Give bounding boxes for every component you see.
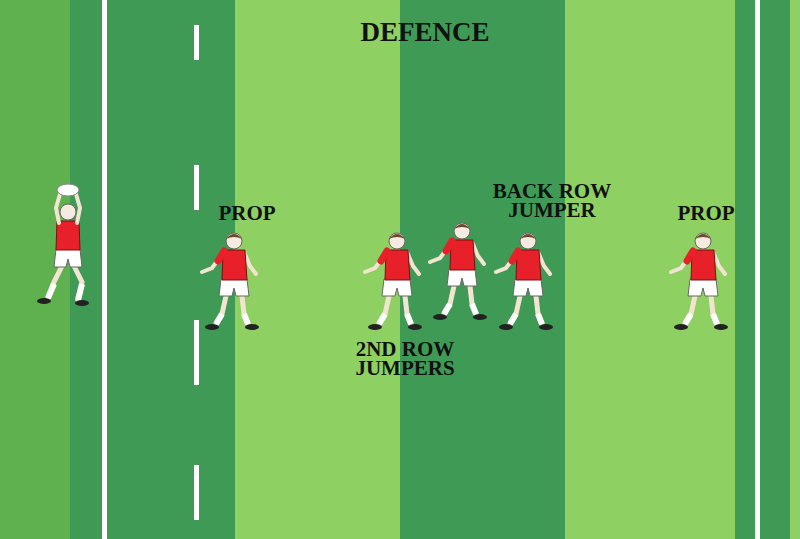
player-label: PROP [646,204,766,223]
player-label: 2ND ROW JUMPERS [340,340,470,378]
grass-stripe [400,0,565,539]
grass-stripe [735,0,790,539]
jumper-figure [496,233,553,330]
player-label: BACK ROW JUMPER [482,182,622,220]
prop-figure [202,233,259,330]
five-metre-line [194,25,199,520]
jumper-figure [365,233,422,330]
player-label: PROP [187,204,307,223]
grass-stripe [565,0,735,539]
grass-stripe [790,0,800,539]
prop-figure [671,233,728,330]
grass-stripe [0,0,70,539]
thrower-figure [37,184,89,306]
heading: DEFENCE [360,20,489,44]
jumper-figure [430,223,487,320]
touch-line [755,0,760,539]
touch-line [102,0,107,539]
